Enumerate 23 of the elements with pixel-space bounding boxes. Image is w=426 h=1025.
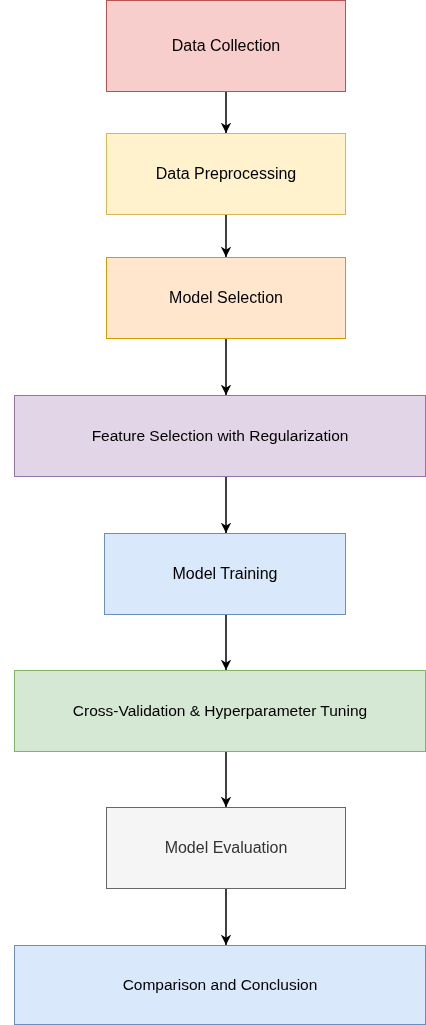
arrow bbox=[220, 614, 232, 671]
box-label: Data Preprocessing bbox=[155, 165, 297, 183]
box-label: Model Training bbox=[172, 565, 278, 583]
process-box bbox=[104, 533, 346, 615]
arrow bbox=[220, 751, 232, 808]
arrow bbox=[220, 91, 232, 134]
box-label: Feature Selection with Regularization bbox=[91, 427, 349, 445]
box-label: Cross-Validation & Hyperparameter Tuning bbox=[72, 702, 368, 720]
box-label: Model Selection bbox=[169, 289, 283, 307]
arrow bbox=[220, 214, 232, 258]
process-box bbox=[14, 945, 426, 1025]
arrow bbox=[220, 888, 232, 946]
process-box bbox=[14, 670, 426, 752]
process-box bbox=[106, 257, 346, 339]
box-label: Comparison and Conclusion bbox=[122, 976, 318, 994]
arrow bbox=[220, 338, 232, 396]
arrow bbox=[220, 476, 232, 534]
process-box bbox=[106, 0, 346, 92]
box-label: Data Collection bbox=[171, 37, 281, 55]
process-box bbox=[14, 395, 426, 477]
box-label: Model Evaluation bbox=[164, 839, 288, 857]
process-box bbox=[106, 807, 346, 889]
process-box bbox=[106, 133, 346, 215]
